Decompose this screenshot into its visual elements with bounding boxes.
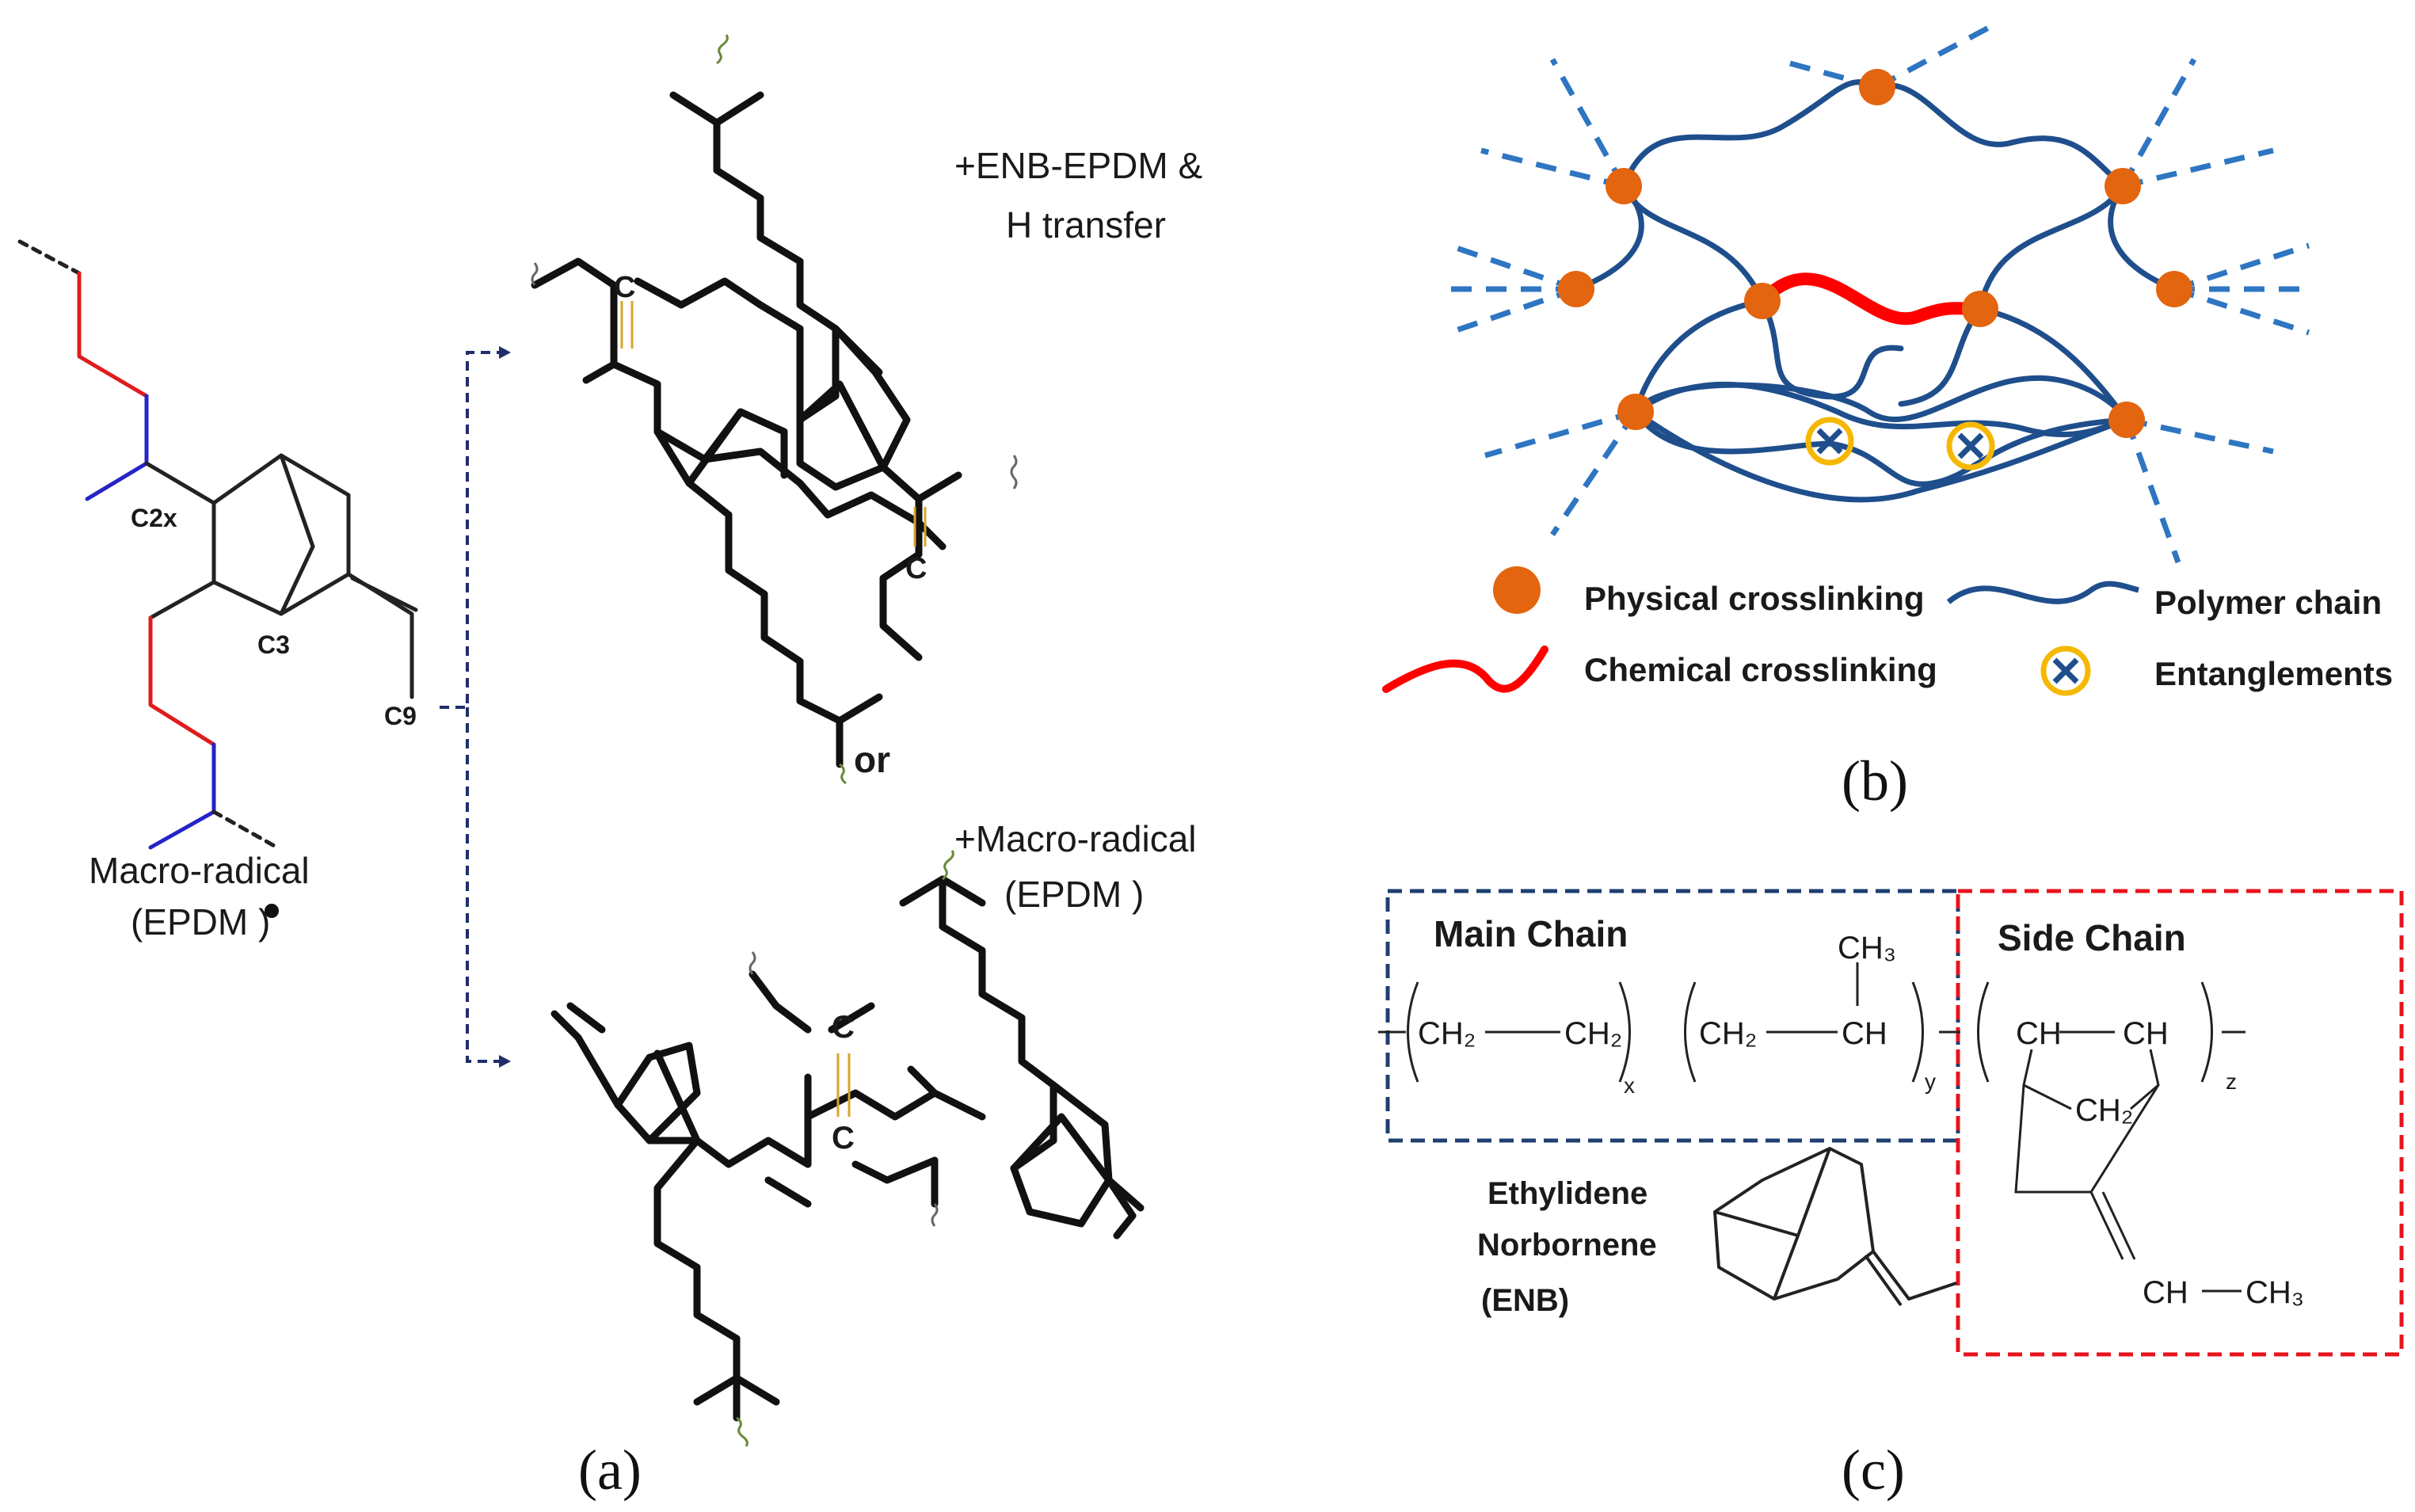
polymer-chains xyxy=(1573,79,2177,503)
label-epdm-radical: (EPDM ) xyxy=(131,901,270,943)
enb-label-line3: (ENB) xyxy=(1481,1283,1569,1318)
entanglement-markers xyxy=(1805,417,1995,470)
legend-chemical-swatch xyxy=(1382,646,1548,693)
legend-physical-swatch xyxy=(1493,566,1541,614)
double-bond-highlights-top xyxy=(620,301,927,547)
enb-label-line2: Norbornene xyxy=(1477,1228,1657,1263)
wavy-chain-ends-grey xyxy=(531,262,1018,1227)
wavy-chain-ends xyxy=(716,34,954,1447)
product-bottom-structure xyxy=(550,875,1145,1422)
enb-label-line1: Ethylidene xyxy=(1487,1176,1647,1211)
legend-polymer-label: Polymer chain xyxy=(2154,584,2382,621)
label-c3: C3 xyxy=(257,630,290,659)
product-top-structure xyxy=(531,91,962,768)
label-c2x: C2x xyxy=(131,504,177,532)
legend-chemical-label: Chemical crosslinking xyxy=(1584,651,1937,688)
caption-c: (c) xyxy=(1842,1438,1905,1502)
label-or: or xyxy=(854,739,890,780)
arrow-head-top xyxy=(499,346,511,359)
epdm-formula: CH₂ CH₂ x CH₂ CH₃ CH y CH CH z CH₂ CH CH… xyxy=(1378,931,2304,1310)
enb-structure xyxy=(1713,1147,1957,1307)
formula-sub-x: x xyxy=(1624,1073,1635,1098)
arrow-head-bottom xyxy=(499,1055,511,1068)
panel-a: C2x C3 C9 Macro-radical (EPDM ) xyxy=(17,34,1202,1502)
legend-physical-label: Physical crosslinking xyxy=(1584,580,1925,617)
radical-dot xyxy=(265,904,279,918)
legend-entanglement-swatch xyxy=(2040,646,2091,696)
label-c9: C9 xyxy=(384,702,417,730)
caption-a: (a) xyxy=(578,1438,642,1502)
panel-b: Physical crosslinking Polymer chain Chem… xyxy=(1382,21,2393,813)
formula-ch-b: CH xyxy=(2016,1016,2062,1051)
label-epdm-plus: (EPDM ) xyxy=(1004,874,1144,915)
main-chain-label: Main Chain xyxy=(1434,913,1628,954)
formula-ch2-a: CH₂ xyxy=(1418,1016,1476,1051)
carbon-label-top-1: C xyxy=(614,271,635,304)
carbon-label-bottom-2: C xyxy=(832,1121,855,1156)
formula-ch-c: CH xyxy=(2123,1016,2169,1051)
formula-ch3-top: CH₃ xyxy=(1838,931,1896,965)
label-enb-epdm-line1: +ENB-EPDM & xyxy=(954,145,1202,186)
double-bond-highlights-bottom xyxy=(836,1053,851,1117)
dangling-chain-dashes xyxy=(1448,21,2310,564)
formula-sub-y: y xyxy=(1925,1069,1936,1094)
panel-c: Main Chain Side Chain xyxy=(1378,889,2404,1357)
formula-ch2-b: CH₂ xyxy=(1564,1016,1622,1051)
formula-ch-a: CH xyxy=(1842,1016,1887,1051)
reaction-arrows xyxy=(440,351,499,1063)
caption-b: (b) xyxy=(1842,749,1908,813)
formula-bottom-ch: CH xyxy=(2143,1275,2188,1310)
legend-polymer-swatch xyxy=(1946,581,2139,604)
carbon-label-top-2: C xyxy=(905,552,927,585)
legend-entanglements-label: Entanglements xyxy=(2154,655,2393,692)
side-chain-box xyxy=(1956,889,2404,1357)
formula-sub-z: z xyxy=(2226,1069,2237,1094)
macro-radical-structure xyxy=(17,239,418,850)
label-enb-epdm-line2: H transfer xyxy=(1006,204,1166,246)
side-chain-label: Side Chain xyxy=(1998,917,2186,958)
formula-ch2-c: CH₂ xyxy=(1699,1016,1757,1051)
formula-ring-ch2: CH₂ xyxy=(2075,1093,2133,1128)
chemical-crosslink-segment xyxy=(1756,272,1986,326)
label-macro-radical-plus: +Macro-radical xyxy=(954,818,1197,859)
legend: Physical crosslinking Polymer chain Chem… xyxy=(1382,566,2393,696)
label-macro-radical: Macro-radical xyxy=(89,850,310,891)
formula-bottom-ch3: CH₃ xyxy=(2245,1275,2304,1310)
carbon-label-bottom-1: C xyxy=(832,1010,855,1045)
physical-crosslink-nodes xyxy=(1558,69,2192,438)
